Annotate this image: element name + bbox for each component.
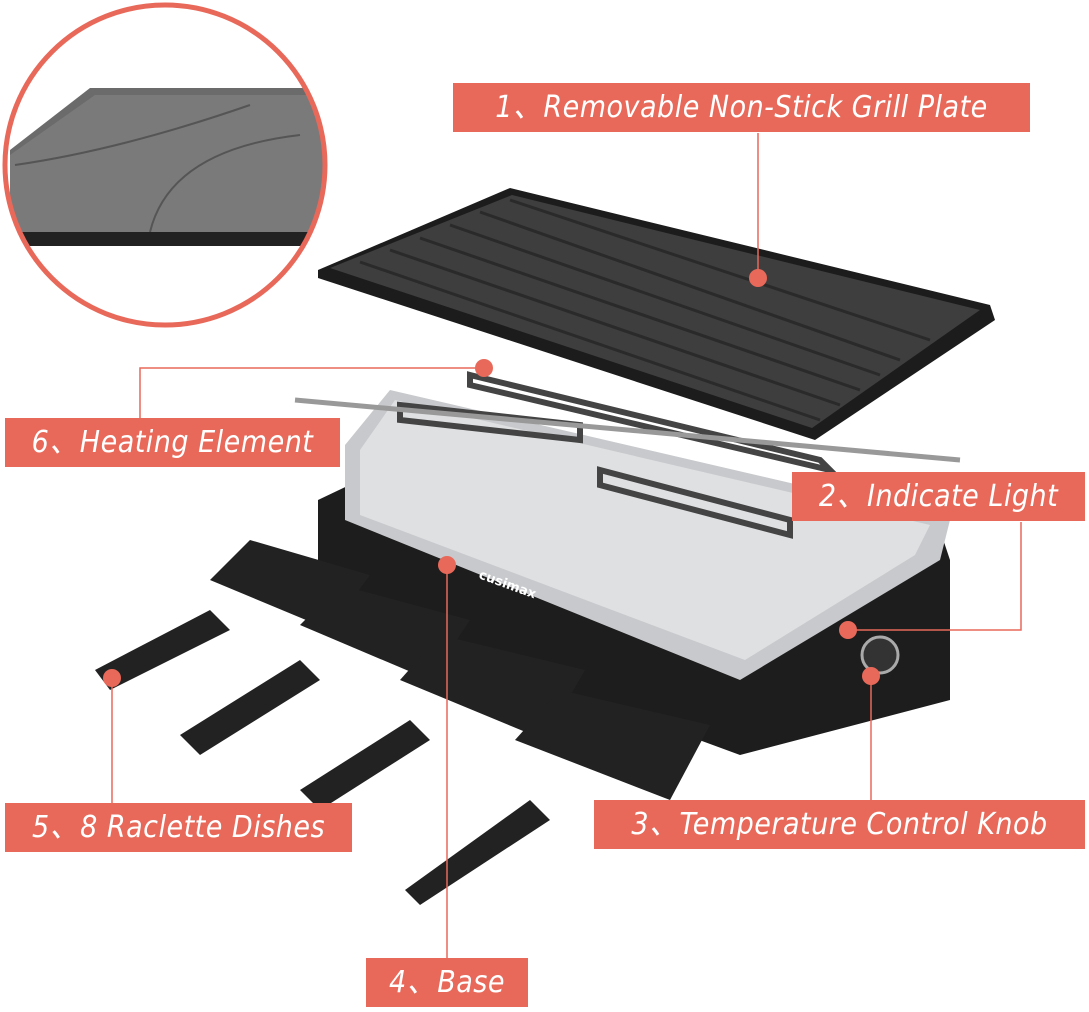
callout-text: 8 Raclette Dishes <box>80 809 326 845</box>
callout-dots <box>103 269 880 687</box>
callout-text: Temperature Control Knob <box>679 806 1048 842</box>
callout-text: Removable Non-Stick Grill Plate <box>543 89 988 125</box>
callout-raclette-dishes: 5、8 Raclette Dishes <box>5 803 352 852</box>
leader-lines <box>111 133 1022 958</box>
callout-number: 2、 <box>818 478 867 514</box>
callout-number: 5、 <box>31 809 81 845</box>
callout-heating-element: 6、Heating Element <box>5 418 340 467</box>
callout-text: Indicate Light <box>866 478 1059 514</box>
grill-plate <box>318 188 995 440</box>
raclette-dishes <box>95 540 710 905</box>
callout-grill-plate: 1、Removable Non-Stick Grill Plate <box>453 83 1030 132</box>
callout-number: 6、 <box>31 424 80 460</box>
callout-base: 4、Base <box>366 958 528 1007</box>
temperature-knob <box>860 635 900 675</box>
base: cusimax <box>318 390 950 755</box>
callout-indicate-light: 2、Indicate Light <box>792 472 1085 521</box>
callout-number: 4、 <box>389 964 438 1000</box>
grill-plate-reverse-inset <box>2 2 328 328</box>
callout-text: Base <box>437 964 505 1000</box>
callout-temperature-knob: 3、Temperature Control Knob <box>594 800 1085 849</box>
callout-number: 1、 <box>495 89 544 125</box>
heating-element <box>294 371 961 539</box>
callout-text: Heating Element <box>79 424 314 460</box>
callout-number: 3、 <box>631 806 680 842</box>
